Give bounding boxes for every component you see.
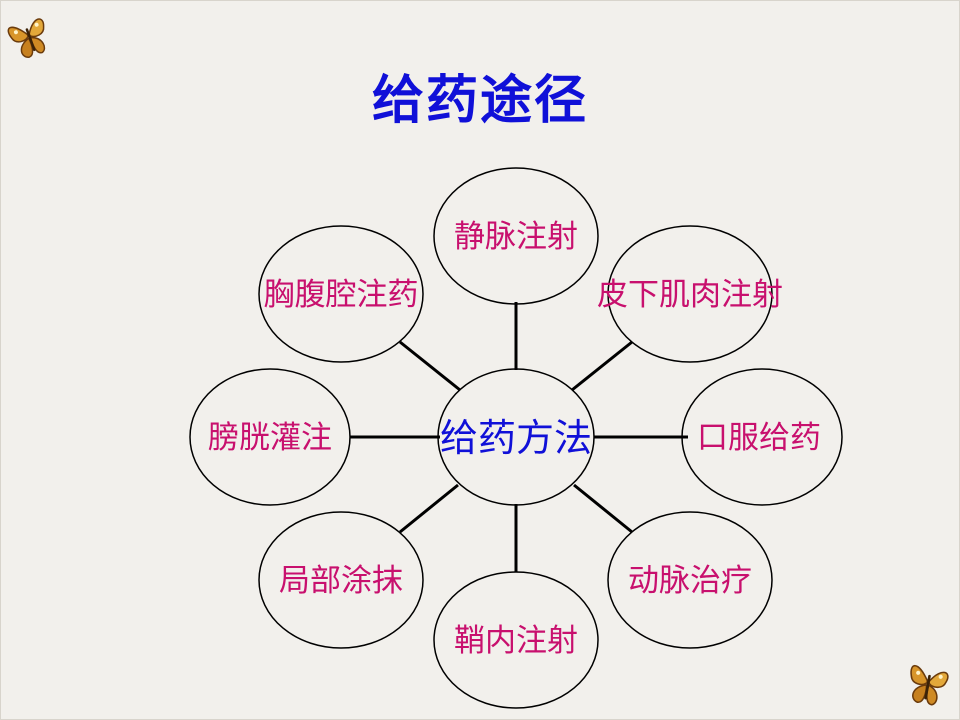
- node-label-top-left: 胸腹腔注药: [264, 277, 419, 313]
- connector-bottom-right: [573, 483, 633, 534]
- node-circle-right: [681, 368, 843, 506]
- center-circle: [437, 368, 595, 506]
- node-label-left: 膀胱灌注: [208, 420, 332, 456]
- connector-bottom-left: [399, 483, 459, 534]
- node-circle-top-right: [607, 225, 773, 363]
- node-circle-left: [189, 368, 351, 506]
- connector-top-left: [399, 340, 461, 392]
- node-circle-bottom-right: [607, 511, 773, 649]
- node-label-bottom-left: 局部涂抹: [279, 563, 403, 599]
- node-label-top-right: 皮下肌肉注射: [597, 277, 783, 313]
- butterfly-icon: [7, 18, 46, 58]
- node-circle-top-left: [258, 225, 424, 363]
- node-circle-bottom-left: [258, 511, 424, 649]
- slide-title: 给药途径: [371, 71, 588, 131]
- node-circle-top: [433, 167, 599, 305]
- node-label-right: 口服给药: [697, 420, 821, 456]
- node-circle-bottom: [433, 571, 599, 709]
- connector-lines: [350, 302, 688, 572]
- node-label-bottom: 鞘内注射: [454, 623, 578, 659]
- node-label-bottom-right: 动脉治疗: [628, 563, 752, 599]
- butterfly-icon: [910, 664, 949, 706]
- node-label-top: 静脉注射: [454, 219, 578, 255]
- center-label: 给药方法: [440, 416, 592, 460]
- connector-top-right: [571, 340, 633, 392]
